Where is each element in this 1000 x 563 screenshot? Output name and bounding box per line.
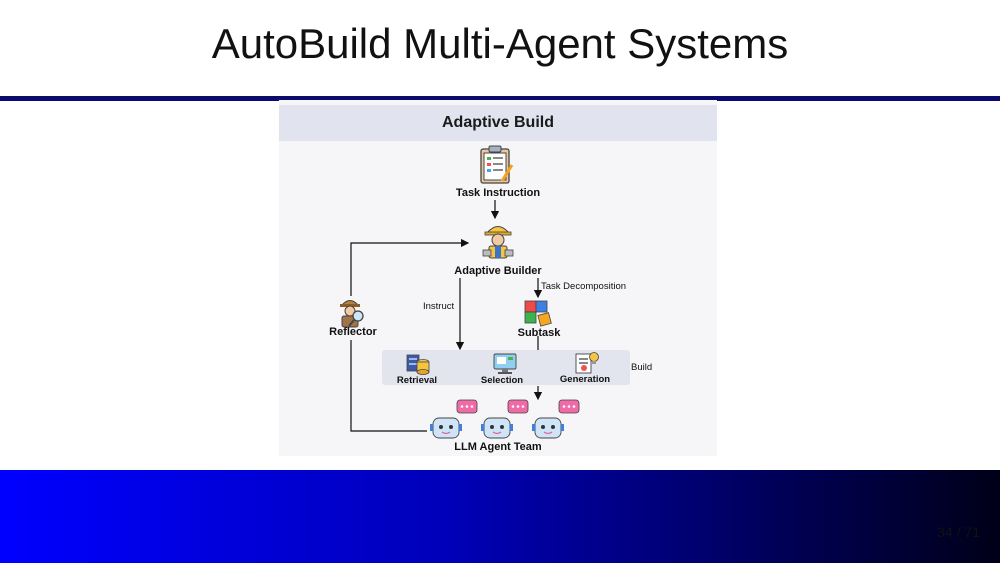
generation-label: Generation <box>559 374 611 385</box>
llm-agent-team-label: LLM Agent Team <box>454 441 542 453</box>
line-team-to-reflector <box>350 340 427 432</box>
robot-chat-icon <box>430 399 478 439</box>
subtask-label: Subtask <box>517 327 561 339</box>
puzzle-pieces-icon <box>524 300 552 327</box>
reflector-label: Reflector <box>329 326 377 338</box>
builder-worker-icon <box>482 226 514 259</box>
slide-title: AutoBuild Multi-Agent Systems <box>211 20 789 67</box>
robot-chat-icon <box>481 399 529 439</box>
figure-header: Adaptive Build <box>279 105 717 141</box>
page-number: 34 / 71 <box>937 524 980 540</box>
clipboard-checklist-icon <box>480 145 514 184</box>
adaptive-builder-label: Adaptive Builder <box>454 265 542 277</box>
robot-chat-icon <box>532 399 580 439</box>
task-decomposition-label: Task Decomposition <box>541 281 627 292</box>
instruct-label: Instruct <box>423 301 455 312</box>
document-bulb-icon <box>575 352 599 374</box>
diagram-connectors <box>350 200 543 432</box>
arrow-reflector-to-builder <box>350 238 470 296</box>
database-icon <box>406 354 430 375</box>
task-instruction-label: Task Instruction <box>455 187 541 199</box>
detective-magnifier-icon <box>340 300 364 328</box>
adaptive-build-figure: Adaptive Build Task Instruction <box>279 100 717 456</box>
title-underline <box>0 96 1000 101</box>
monitor-icon <box>493 353 517 374</box>
build-label: Build <box>631 362 653 373</box>
retrieval-label: Retrieval <box>396 375 438 386</box>
selection-label: Selection <box>480 375 524 386</box>
agent-team-icons <box>430 399 580 439</box>
footer-band <box>0 470 1000 563</box>
